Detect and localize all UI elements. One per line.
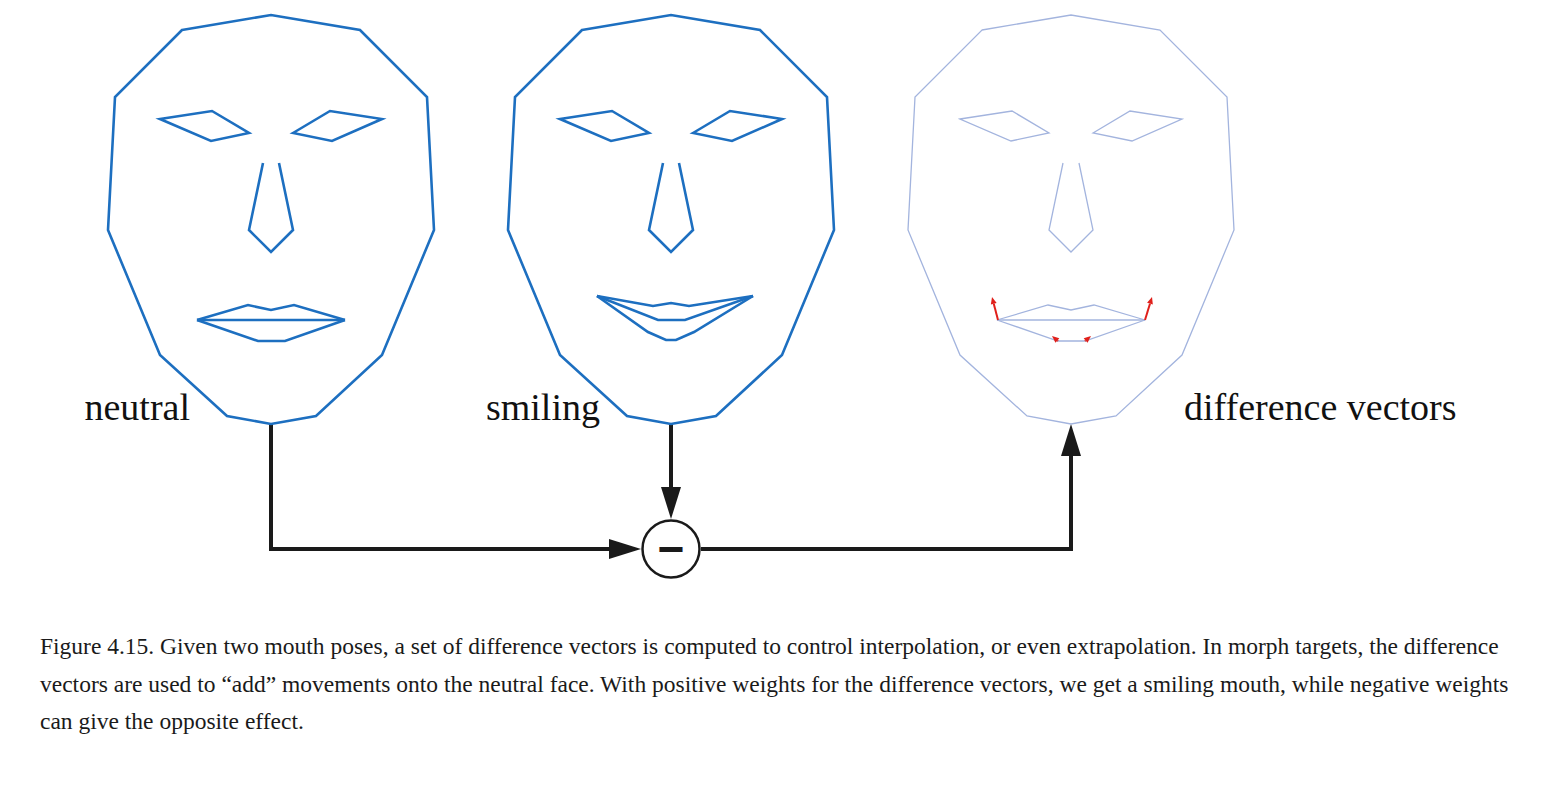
connector-arrow: [669, 424, 673, 519]
vector-line: [994, 304, 998, 320]
face-illustration: [508, 15, 834, 424]
face-drawing: [508, 15, 834, 424]
eye-shape: [960, 111, 1049, 141]
vector-head: [1147, 297, 1153, 305]
figure-caption: Figure 4.15. Given two mouth poses, a se…: [40, 628, 1526, 741]
mouth-line: [197, 305, 345, 320]
face-drawing: [908, 15, 1234, 424]
vector-head: [991, 297, 997, 305]
mouth-line: [597, 296, 753, 320]
eye-shape: [1093, 111, 1182, 141]
face-node: neutral: [108, 15, 434, 424]
difference-vectors: [991, 297, 1153, 343]
nose-shape: [1049, 163, 1093, 252]
face-outline: [108, 15, 434, 424]
face-label: difference vectors: [1184, 388, 1457, 426]
caption-area: Figure 4.15. Given two mouth poses, a se…: [40, 628, 1526, 741]
face-node: difference vectors: [908, 15, 1234, 424]
connector-arrow: [271, 424, 641, 549]
vector-head: [1052, 336, 1059, 343]
eye-shape: [293, 111, 382, 141]
mouth-line: [997, 320, 1145, 341]
face-drawing: [108, 15, 434, 424]
mouth-line: [197, 319, 345, 322]
mouth-line: [197, 320, 345, 341]
connector-arrow: [701, 424, 1071, 549]
operator-symbol: −: [658, 526, 685, 572]
vector-line: [1145, 304, 1150, 320]
vector-head: [1084, 336, 1091, 343]
nose-shape: [249, 163, 293, 252]
face-outline: [908, 15, 1234, 424]
mouth-line: [597, 296, 753, 340]
face-illustration: [108, 15, 434, 424]
operator-circle: −: [641, 519, 701, 579]
face-node: smiling: [508, 15, 834, 424]
nose-shape: [649, 163, 693, 252]
face-illustration: [908, 15, 1234, 424]
operator-ring: [643, 521, 700, 578]
mouth-line: [997, 319, 1145, 320]
face-label: neutral: [84, 388, 190, 426]
eye-shape: [560, 111, 649, 141]
eye-shape: [693, 111, 782, 141]
face-outline: [508, 15, 834, 424]
mouth-line: [997, 305, 1145, 320]
eye-shape: [160, 111, 249, 141]
face-label: smiling: [486, 388, 600, 426]
